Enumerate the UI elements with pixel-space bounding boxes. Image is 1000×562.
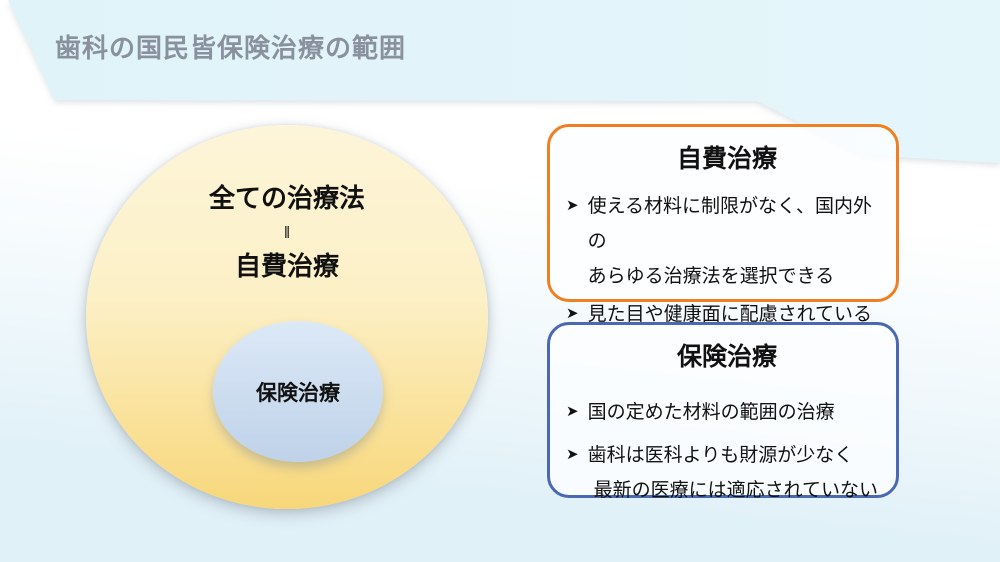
self-pay-treatment-box: 自費治療 ➤ 使える材料に制限がなく、国内外の あらゆる治療法を選択できる ➤ … <box>547 124 899 325</box>
outer-circle-line1: 全ての治療法 <box>208 184 365 213</box>
bullet-line: 見た目や健康面に配慮されている <box>587 304 873 325</box>
bullet-line: 最新の医療には適応されていない <box>593 480 879 501</box>
insurance-treatment-box: 保険治療 ➤ 国の定めた材料の範囲の治療 ➤ 歯科は医科よりも財源が少なく 最新… <box>547 322 899 501</box>
bullet-arrow-icon: ➤ <box>566 306 579 322</box>
bullet-line: あらゆる治療法を選択できる <box>587 266 835 287</box>
inner-circle-label: 保険治療 <box>256 380 340 405</box>
bullet-text: 国の定めた材料の範囲の治療 <box>588 395 835 430</box>
self-pay-box-title: 自費治療 <box>676 146 777 173</box>
bullet-line: 使える材料に制限がなく、国内外の <box>587 196 873 252</box>
page-title: 歯科の国民皆保険治療の範囲 <box>55 33 407 63</box>
list-item: ➤ 使える材料に制限がなく、国内外の あらゆる治療法を選択できる <box>566 189 888 294</box>
outer-circle-caption: 全ての治療法 ‖ 自費治療 <box>86 182 488 284</box>
equals-symbol: ‖ <box>284 223 290 242</box>
bullet-arrow-icon: ➤ <box>566 198 579 214</box>
list-item: ➤ 歯科は医科よりも財源が少なく 最新の医療には適応されていない <box>566 438 888 508</box>
insurance-bullet-list: ➤ 国の定めた材料の範囲の治療 ➤ 歯科は医科よりも財源が少なく 最新の医療には… <box>566 395 888 508</box>
bullet-line: 歯科は医科よりも財源が少なく <box>587 445 854 466</box>
insurance-box-title: 保険治療 <box>676 344 777 371</box>
outer-circle-line2: 自費治療 <box>234 252 339 281</box>
bullet-arrow-icon: ➤ <box>566 447 579 463</box>
bullet-text: 見た目や健康面に配慮されている <box>588 297 872 332</box>
bullet-text: 使える材料に制限がなく、国内外の あらゆる治療法を選択できる <box>588 189 888 294</box>
bullet-arrow-icon: ➤ <box>566 404 579 420</box>
bullet-text: 歯科は医科よりも財源が少なく 最新の医療には適応されていない <box>588 438 878 508</box>
self-pay-bullet-list: ➤ 使える材料に制限がなく、国内外の あらゆる治療法を選択できる ➤ 見た目や健… <box>566 189 888 332</box>
insurance-treatment-circle: 保険治療 <box>213 321 383 462</box>
list-item: ➤ 見た目や健康面に配慮されている <box>566 297 888 332</box>
bullet-line: 国の定めた材料の範囲の治療 <box>587 402 835 423</box>
list-item: ➤ 国の定めた材料の範囲の治療 <box>566 395 888 430</box>
all-treatments-circle: 全ての治療法 ‖ 自費治療 保険治療 <box>86 125 488 509</box>
